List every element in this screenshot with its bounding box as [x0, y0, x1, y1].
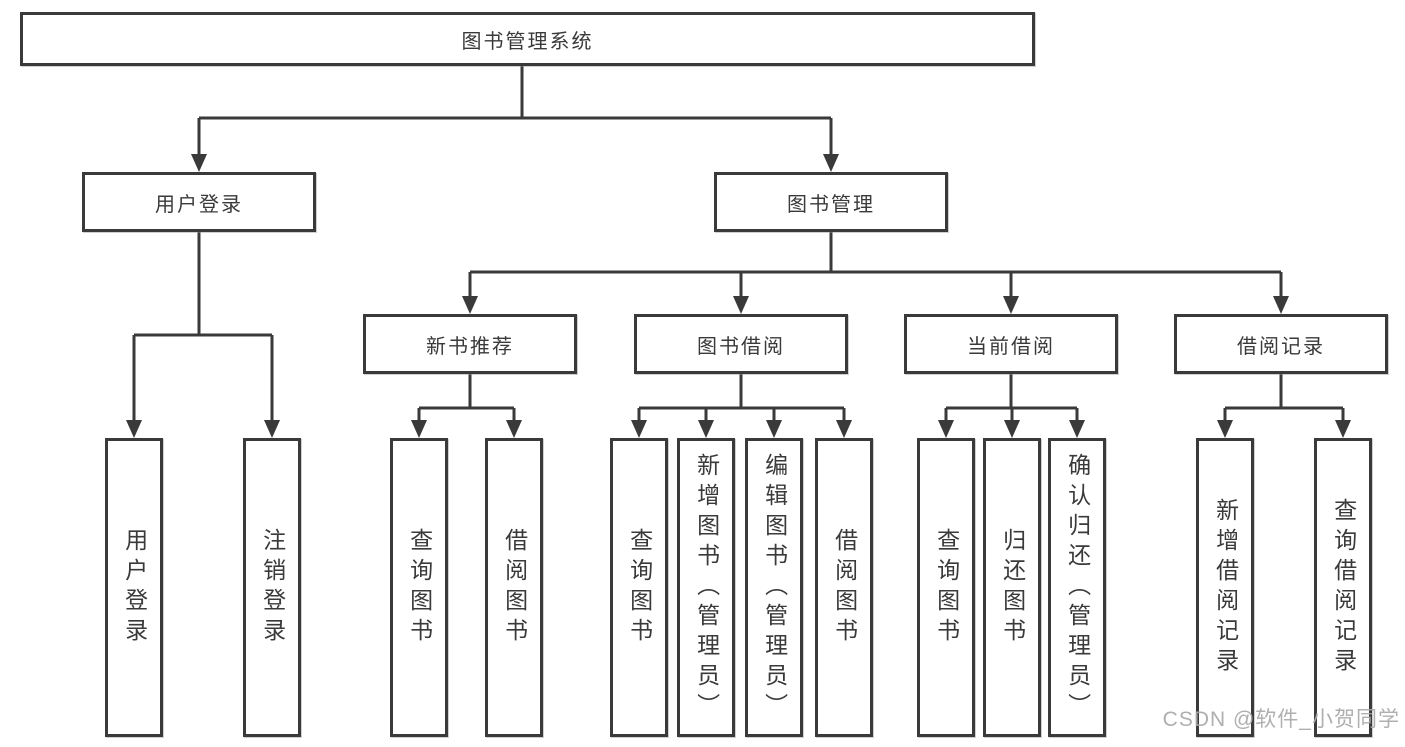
node-user-login-action: 用户登录 [105, 438, 163, 737]
node-borrowing-records: 借阅记录 [1174, 314, 1388, 374]
node-book-management: 图书管理 [714, 172, 948, 232]
node-query-books-current: 查询图书 [917, 438, 975, 737]
node-label: 查询图书 [406, 527, 433, 648]
node-query-books-borrow: 查询图书 [610, 438, 668, 737]
node-query-borrow-record: 查询借阅记录 [1314, 438, 1372, 737]
node-label: 用户登录 [121, 527, 148, 648]
node-label: 当前借阅 [967, 335, 1055, 358]
node-label: 确认归还（管理员） [1064, 452, 1091, 723]
node-label: 新增借阅记录 [1212, 497, 1239, 678]
node-borrow-books-borrow: 借阅图书 [815, 438, 873, 737]
connector-lines [132, 66, 1345, 422]
node-label: 借阅记录 [1237, 335, 1325, 358]
node-borrow-books-recommend: 借阅图书 [485, 438, 543, 737]
node-label: 新增图书（管理员） [693, 452, 720, 723]
node-label: 查询借阅记录 [1330, 497, 1357, 678]
node-confirm-return-admin: 确认归还（管理员） [1048, 438, 1106, 737]
node-label: 图书管理系统 [461, 30, 594, 53]
node-label: 查询图书 [933, 527, 960, 648]
node-add-borrow-record: 新增借阅记录 [1196, 438, 1254, 737]
csdn-watermark: CSDN @软件_小贺同学 [1162, 708, 1400, 731]
node-label: 借阅图书 [831, 527, 858, 648]
arrowhead-icons [126, 154, 1351, 438]
node-user-login: 用户登录 [82, 172, 316, 232]
node-library-system: 图书管理系统 [20, 12, 1035, 66]
node-label: 新书推荐 [426, 335, 514, 358]
node-new-book-recommend: 新书推荐 [363, 314, 577, 374]
node-book-borrowing: 图书借阅 [634, 314, 848, 374]
node-label: 图书借阅 [697, 335, 785, 358]
node-label: 归还图书 [999, 527, 1026, 648]
node-logout-action: 注销登录 [243, 438, 301, 737]
node-label: 图书管理 [787, 193, 875, 216]
node-label: 查询图书 [626, 527, 653, 648]
node-label: 注销登录 [259, 527, 286, 648]
node-edit-book-admin: 编辑图书（管理员） [745, 438, 803, 737]
node-current-borrowing: 当前借阅 [904, 314, 1118, 374]
node-return-books: 归还图书 [983, 438, 1041, 737]
node-label: 用户登录 [155, 193, 243, 216]
node-query-books-recommend: 查询图书 [390, 438, 448, 737]
node-label: 借阅图书 [501, 527, 528, 648]
node-label: 编辑图书（管理员） [761, 452, 788, 723]
node-add-book-admin: 新增图书（管理员） [677, 438, 735, 737]
